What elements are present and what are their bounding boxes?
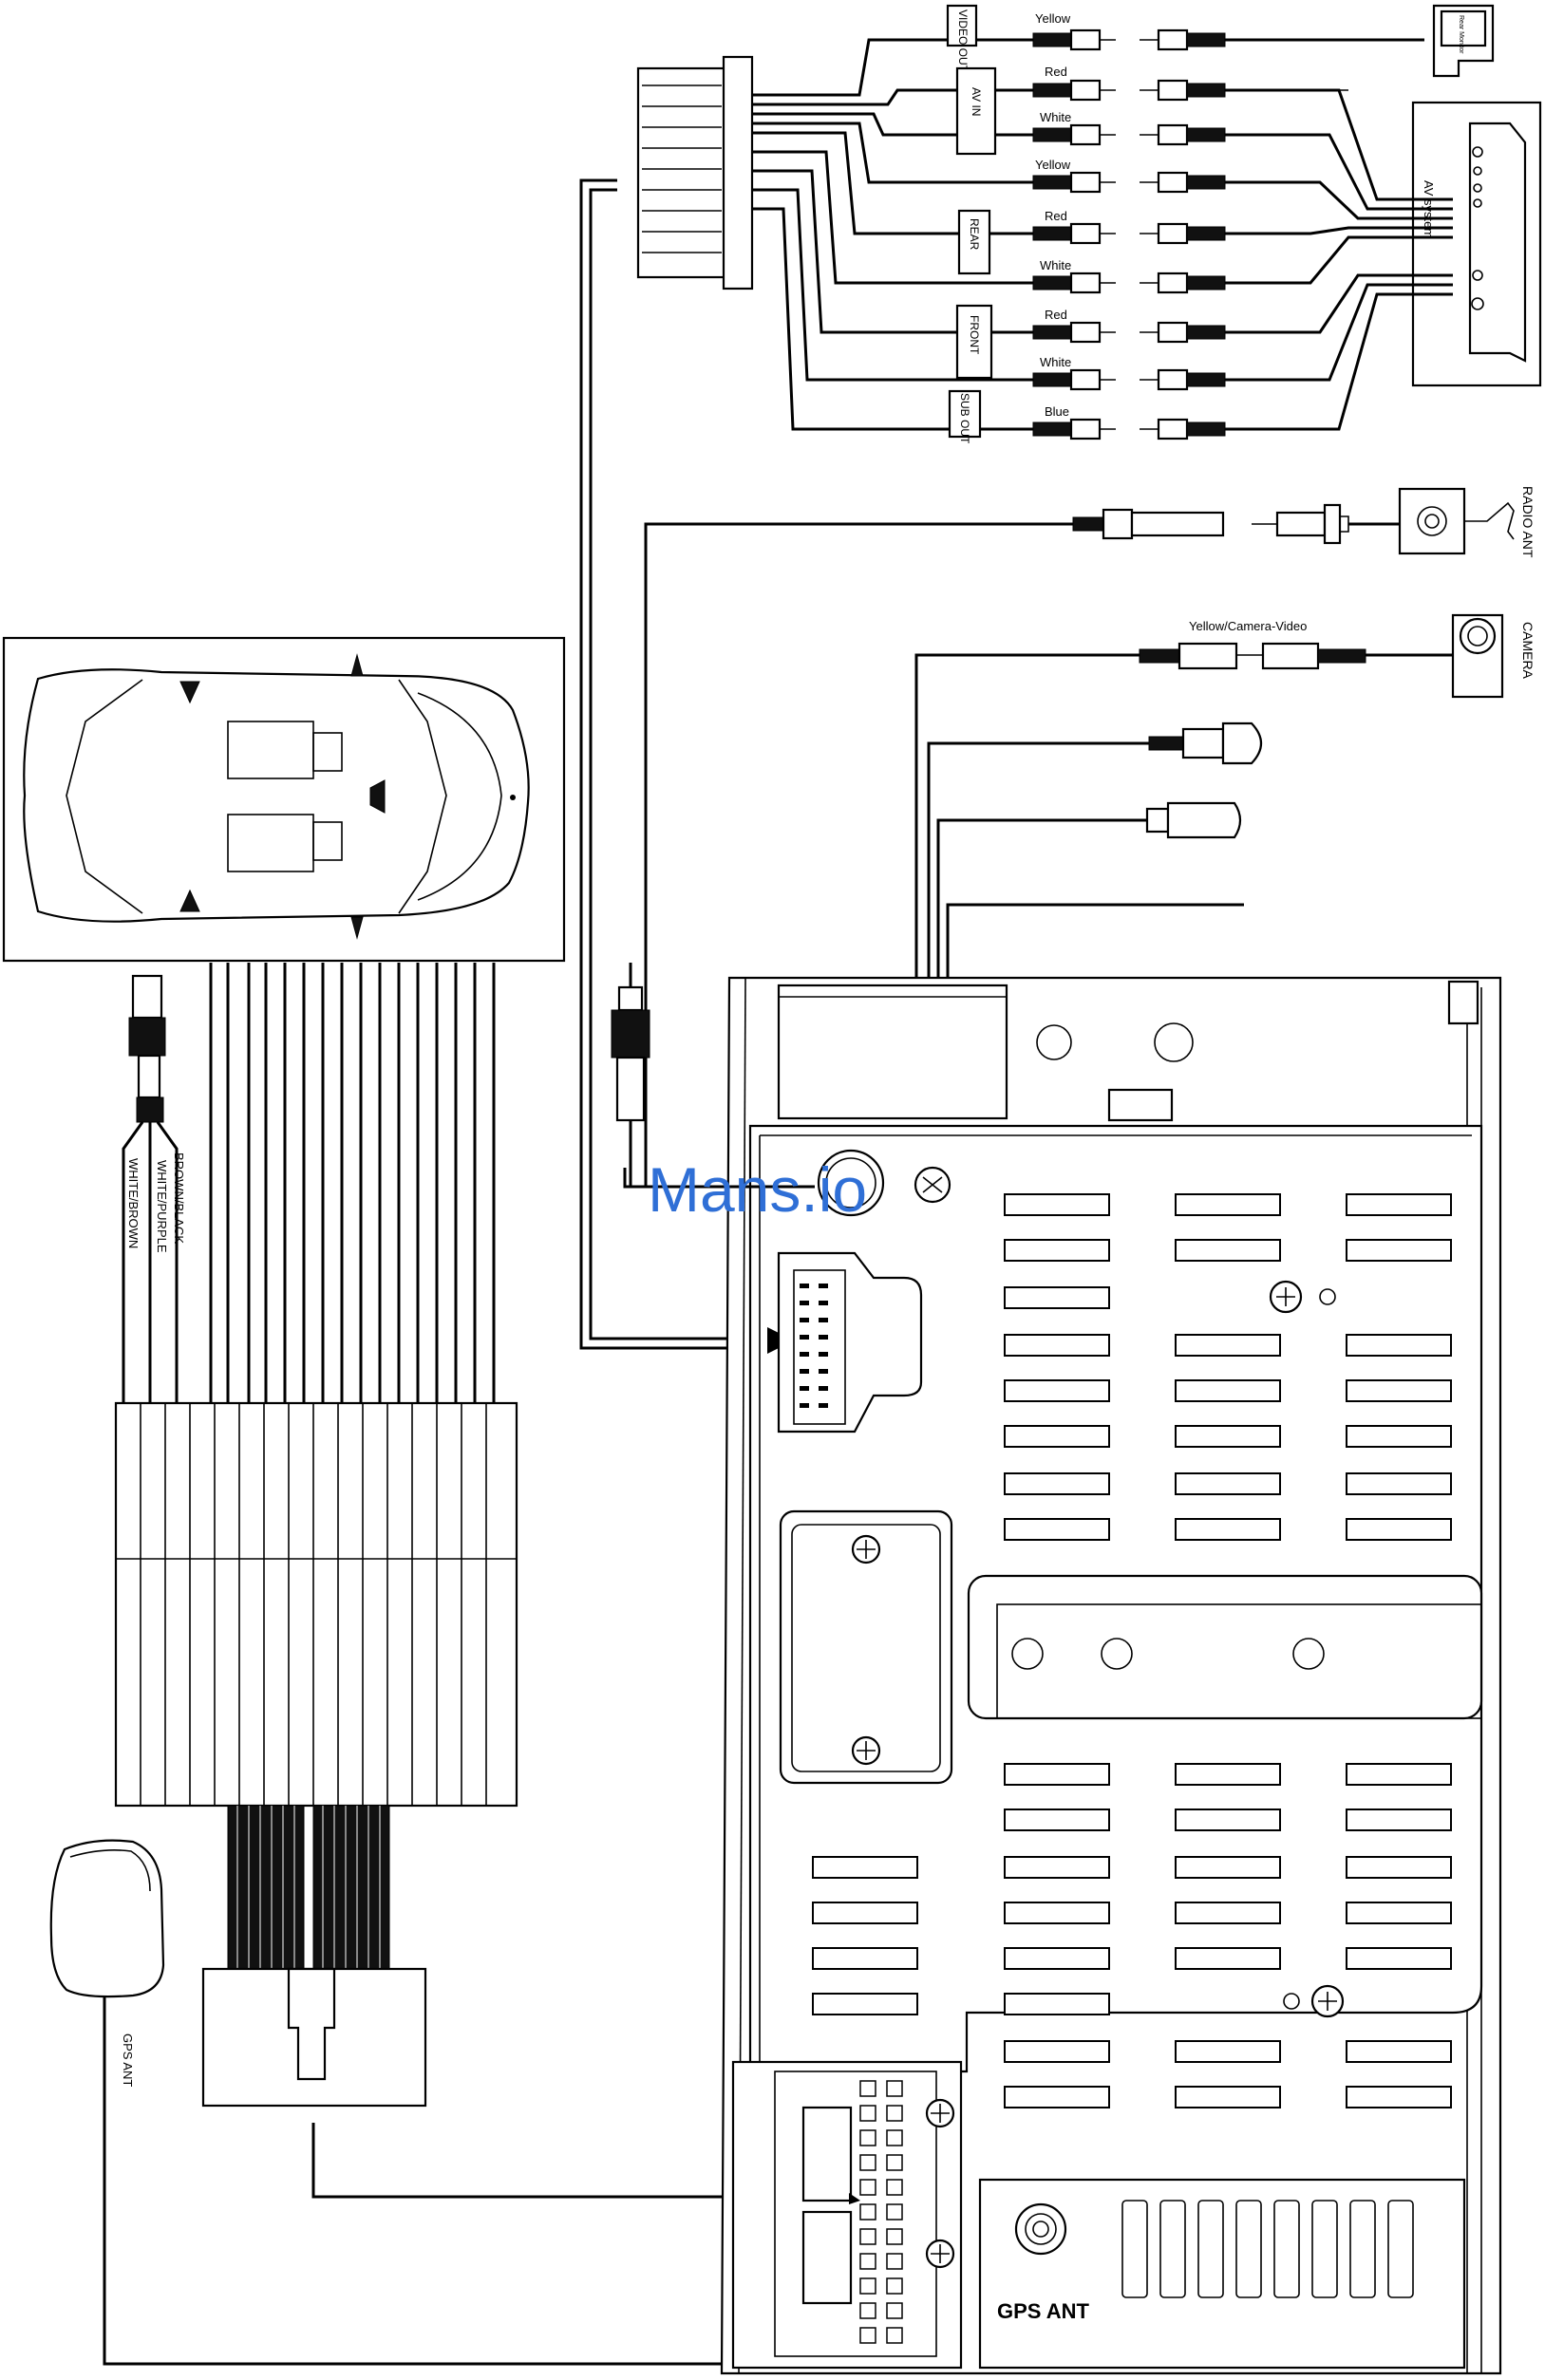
rca-plug-sub-blue	[1032, 418, 1226, 440]
rca-harness-wires	[579, 38, 1037, 1350]
rca-plug-av-red	[1032, 79, 1226, 102]
sub-out-label: SUB OUT	[958, 393, 971, 444]
rca-plug-rear-white	[1032, 272, 1226, 294]
white-purple-label: WHITE/PURPLE	[155, 1160, 169, 1253]
radio-ant-label: RADIO ANT	[1520, 486, 1536, 558]
head-unit	[720, 976, 1502, 2375]
rear-red-label: Red	[1045, 209, 1067, 223]
sub-blue-label: Blue	[1045, 404, 1069, 419]
connection-arrows	[767, 1327, 860, 2204]
av-white-label: White	[1040, 110, 1071, 124]
vent-slots	[812, 1193, 1452, 2108]
watermark: Mans.io	[648, 1154, 867, 1225]
gps-ant-side-label: GPS ANT	[121, 2033, 135, 2087]
av-harness-connector	[636, 55, 754, 290]
power-harness: BROWN/BLACK WHITE/PURPLE WHITE/BROWN	[114, 963, 860, 2199]
av-system: AV system	[1225, 88, 1542, 431]
brown-black-label: BROWN/BLACK	[172, 1153, 186, 1244]
av-red-label: Red	[1045, 65, 1067, 79]
camera: Yellow/Camera-Video CAMERA	[914, 613, 1536, 1054]
rca-plug-video-out	[1032, 28, 1424, 51]
gps-port-area: GPS ANT	[978, 2178, 1466, 2370]
rca-plug-front-white	[1032, 368, 1226, 391]
rear-label: REAR	[968, 218, 981, 251]
rear-monitor: Rear Monitor	[1432, 4, 1495, 78]
av-system-label: AV system	[1422, 180, 1436, 238]
white-brown-label: WHITE/BROWN	[126, 1158, 141, 1248]
rca-group-labels: VIDEO OUT AV IN REAR FRONT SUB OUT	[946, 4, 997, 444]
rca-plug-front-red	[1032, 321, 1226, 344]
rca-plugs	[1032, 28, 1424, 440]
video-out-label: VIDEO OUT	[956, 9, 970, 73]
gps-ant-port-label: GPS ANT	[997, 2299, 1090, 2323]
video-out-yellow-label: Yellow	[1035, 11, 1071, 26]
rear-white-label: White	[1040, 258, 1071, 272]
rca-plug-rear-red	[1032, 222, 1226, 245]
av-in-label: AV IN	[970, 87, 983, 116]
rear-monitor-label: Rear Monitor	[1458, 15, 1464, 54]
camera-label: CAMERA	[1520, 622, 1536, 680]
power-connector-port	[731, 2060, 963, 2370]
front-white-label: White	[1040, 355, 1071, 369]
front-label: FRONT	[968, 315, 981, 355]
rca-plug-av-white	[1032, 123, 1226, 146]
camera-cable-label: Yellow/Camera-Video	[1189, 619, 1307, 633]
front-red-label: Red	[1045, 308, 1067, 322]
antenna-plug	[611, 963, 815, 1189]
av-yellow-label: Yellow	[1035, 158, 1071, 172]
car-diagram	[2, 636, 566, 963]
rca-color-labels: Yellow Red White Yellow Red White Red Wh…	[1035, 11, 1071, 419]
rca-plug-av-yellow	[1032, 171, 1226, 194]
